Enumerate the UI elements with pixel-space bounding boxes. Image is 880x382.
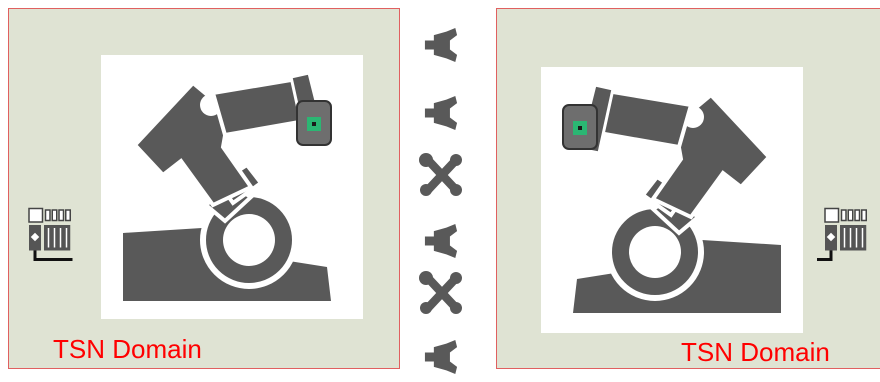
gripper-icon [416, 332, 466, 382]
tool-column [412, 0, 472, 371]
gripper-icon [416, 88, 466, 138]
domain-label-right: TSN Domain [681, 339, 830, 365]
tsn-domain-left: TSN Domain [8, 8, 400, 369]
controller-right [817, 207, 875, 267]
robot-arm-left [101, 55, 363, 319]
robot-arm-right [541, 67, 803, 333]
gripper-icon [416, 20, 466, 70]
plc-controller-icon [21, 207, 79, 267]
domain-label-left: TSN Domain [53, 336, 202, 362]
tsn-domain-right: TSN Domain [496, 8, 880, 369]
plc-controller-icon [817, 207, 875, 267]
robot-arm-icon [541, 67, 803, 333]
gripper-icon [416, 216, 466, 266]
wrench-screwdriver-icon [416, 268, 466, 318]
robot-arm-icon [101, 55, 363, 319]
controller-left [21, 207, 79, 267]
wrench-screwdriver-icon [416, 150, 466, 200]
